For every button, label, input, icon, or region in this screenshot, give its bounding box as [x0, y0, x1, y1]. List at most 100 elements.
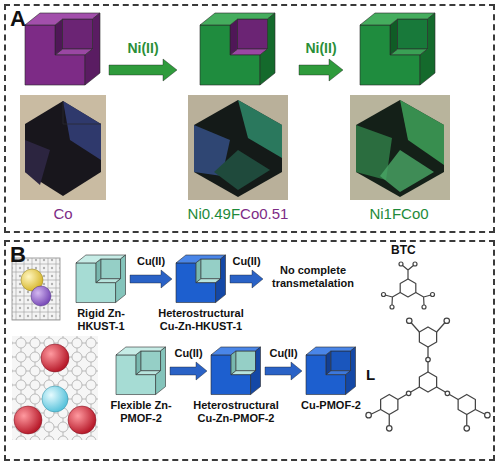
crystal-photo — [63, 101, 101, 124]
formula-part: Co — [53, 205, 72, 222]
crystal-photo — [350, 95, 450, 200]
framework-sketch — [41, 344, 69, 372]
cube — [236, 351, 256, 371]
cube — [101, 259, 121, 279]
framework-cube: Heterostructural Cu-Zn-PMOF-2 — [210, 346, 262, 396]
panel-letter: B — [10, 242, 26, 268]
cube — [63, 19, 93, 49]
molecule-structure — [485, 412, 490, 417]
framework-sketch — [12, 336, 98, 440]
framework-sketch — [42, 386, 68, 412]
framework-cube: Rigid Zn-HKUST-1 — [75, 254, 127, 304]
cube — [200, 13, 275, 25]
cube-caption: Flexible Zn-PMOF-2 — [101, 399, 181, 424]
crystal-photo — [25, 140, 50, 185]
cube — [346, 347, 356, 395]
molecule-structure — [464, 426, 469, 431]
cube-column: Co — [20, 12, 106, 226]
framework-cube: Cu-PMOF-2 — [305, 346, 357, 396]
panel-letter: A — [10, 6, 26, 32]
label-anchor: Ni(II) — [127, 40, 158, 56]
reagent-label: Ni(II) — [305, 40, 336, 56]
cube — [25, 13, 100, 25]
reaction-arrow — [299, 59, 343, 81]
framework-sketch — [12, 336, 98, 440]
molecule-structure — [416, 293, 431, 306]
formula-label: Ni0.49FCo0.51 — [188, 205, 289, 222]
molecule-structure — [398, 347, 458, 400]
molecule-structure — [431, 293, 435, 297]
crystal-photo — [63, 101, 101, 160]
molecule-structure — [422, 305, 426, 309]
molecule-structure — [419, 327, 436, 347]
cube — [116, 355, 156, 395]
crystal-photo — [350, 95, 450, 200]
cube — [331, 351, 351, 371]
molecule-structure — [382, 262, 435, 309]
cube — [211, 347, 261, 395]
molecule-structure — [400, 279, 416, 297]
framework-sketch — [68, 406, 96, 434]
label-anchor: Cu(II) — [269, 347, 297, 359]
cube — [76, 255, 126, 303]
label-anchor: Cu(II) — [174, 347, 202, 359]
cube — [211, 355, 251, 395]
formula-label: Ni1FCo0 — [369, 205, 428, 222]
molecule-structure — [411, 322, 446, 332]
label-anchor: Ni(II) — [305, 40, 336, 56]
molecule-structure — [366, 318, 490, 431]
cube — [141, 351, 161, 371]
cube — [306, 347, 356, 395]
cube — [216, 255, 226, 303]
cube — [360, 13, 435, 85]
reagent-label: Ni(II) — [127, 40, 158, 56]
cube — [200, 13, 275, 85]
framework-sketch — [14, 406, 42, 434]
cube — [398, 19, 428, 49]
panel-frame: A Co Ni0.49FCo0.51 Ni1FCo0 — [4, 4, 495, 233]
cube — [211, 347, 261, 355]
molecule-structure — [445, 391, 450, 396]
reaction-arrow — [265, 362, 302, 380]
label-anchor: Cu(II) — [137, 255, 165, 267]
cube — [251, 347, 261, 395]
framework-cube: Heterostructural Cu-Zn-HKUST-1 — [175, 254, 227, 304]
cube — [420, 13, 435, 85]
reaction-arrow — [109, 59, 177, 81]
cube — [176, 255, 226, 263]
crystal-photo — [188, 95, 288, 200]
molecule-structure — [402, 265, 414, 279]
cube — [306, 355, 346, 395]
cube — [260, 13, 275, 85]
molecule-structure — [407, 318, 412, 323]
molecule-structure — [371, 410, 390, 426]
framework-sketch — [12, 336, 98, 440]
molecule-structure — [381, 395, 398, 415]
cube — [76, 255, 126, 263]
cube-caption: Rigid Zn-HKUST-1 — [61, 307, 141, 332]
framework-cube: Flexible Zn-PMOF-2 — [115, 346, 167, 396]
molecule-structure — [385, 293, 400, 306]
cube — [116, 347, 166, 355]
molecule-name: L — [366, 366, 375, 383]
cube — [201, 259, 221, 279]
reaction-arrow — [130, 270, 172, 288]
formula-part: Co0.51 — [240, 205, 288, 222]
reagent-label: Cu(II) — [269, 347, 297, 359]
molecule-structure — [419, 372, 436, 392]
molecule-structure — [458, 395, 475, 415]
label-anchor: L — [366, 366, 375, 383]
crystal-photo — [20, 95, 106, 200]
molecule-structure — [413, 262, 417, 266]
molecule-structure — [399, 262, 403, 266]
cube — [25, 13, 100, 85]
molecule-structure — [406, 391, 411, 396]
framework-sketch — [31, 286, 51, 306]
label-anchor: Cu(II) — [232, 255, 260, 267]
cube-caption: Heterostructural Cu-Zn-PMOF-2 — [187, 399, 285, 424]
cube-caption: Cu-PMOF-2 — [291, 399, 371, 412]
cube-column: Ni1FCo0 — [346, 12, 452, 226]
cube-column: Ni0.49FCo0.51 — [180, 12, 296, 226]
cube-caption: Heterostructural Cu-Zn-HKUST-1 — [152, 307, 250, 332]
